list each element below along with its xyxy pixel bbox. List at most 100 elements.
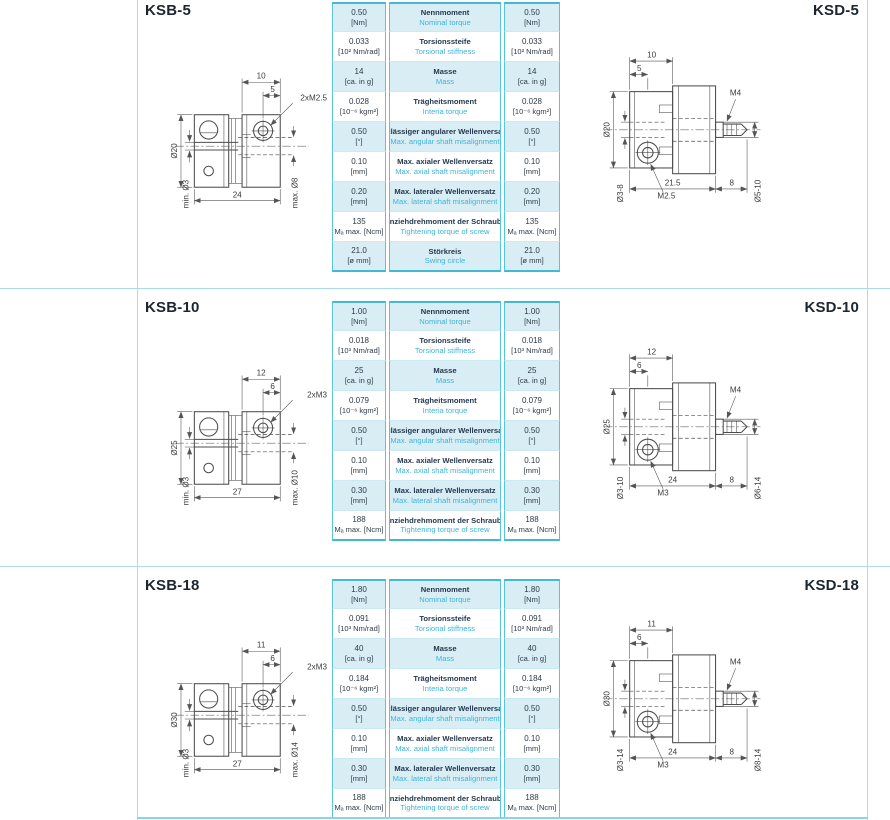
dim-hub-width: 10 xyxy=(647,51,657,60)
spec-unit: [mm] xyxy=(523,773,541,783)
spec-label-cell: Masse Mass xyxy=(389,62,501,92)
spec-label-english: Max. axial shaft misalignment xyxy=(395,465,495,475)
ksb-drawing-svg: 11 6 2xM3 Ø30 min. Ø3 max. Ø14 27 xyxy=(170,640,327,778)
spec-label-english: Torsional stiffness xyxy=(414,623,476,633)
spec-value: 0.10 xyxy=(524,156,540,166)
spec-value: 0.028 xyxy=(521,96,543,106)
spec-unit: [ca. in g] xyxy=(344,653,374,663)
panel-title-right: KSD-10 xyxy=(804,299,859,316)
spec-label-english: Tightening torque of screw xyxy=(400,226,490,236)
table-row: 0.20 [mm] Max. lateraler Wellenversatz M… xyxy=(332,182,560,212)
technical-drawing-ksd: 11 6 Ø30 Ø3-14 M3 M4 Ø8-14 24 8 xyxy=(577,611,773,778)
spec-table: 0.50 [Nm] Nennmoment Nominal torque 0.50… xyxy=(332,2,560,272)
dim-hub-width: 12 xyxy=(647,348,657,357)
spec-value: 1.80 xyxy=(351,584,367,594)
panel-title-right: KSD-5 xyxy=(812,2,859,19)
spec-value-cell-right: 0.184 [10⁻⁶ kgm²] xyxy=(504,669,560,699)
spec-value-cell-right: 188 Mₐ max. [Ncm] xyxy=(504,789,560,819)
table-row: 188 Mₐ max. [Ncm] Anziehdrehmoment der S… xyxy=(332,511,560,541)
spec-unit: [ø mm] xyxy=(347,256,371,266)
spec-value: 21.0 xyxy=(351,246,367,256)
spec-label-english: Interia torque xyxy=(422,683,468,693)
dim-screw-offset: 5 xyxy=(270,85,275,94)
spec-value: 14 xyxy=(354,66,364,76)
panel-ksb10-ksd10: KSB-10 KSD-10 12 6 2xM3 xyxy=(0,288,890,567)
spec-value: 0.018 xyxy=(348,335,370,345)
dim-body-length: 24 xyxy=(668,476,678,485)
dim-bore-min: min. Ø3 xyxy=(182,179,191,208)
spec-label-cell: Masse Mass xyxy=(389,639,501,669)
spec-label-cell: Trägheitsmoment Interia torque xyxy=(389,92,501,122)
ksd-drawing-svg: 12 6 Ø25 Ø3-10 M3 M4 Ø6-14 24 8 xyxy=(603,348,763,500)
spec-value-cell-left: 0.091 [10³ Nm/rad] xyxy=(332,609,386,639)
spec-value: 25 xyxy=(354,365,364,375)
spec-label-english: Torsional stiffness xyxy=(414,345,476,355)
spec-label-german: Anziehdrehmoment der Schraube xyxy=(389,793,501,803)
spec-label-german: Max. lateraler Wellenversatz xyxy=(394,764,496,774)
spec-value-cell-right: 0.10 [mm] xyxy=(504,451,560,481)
table-row: 0.079 [10⁻⁶ kgm²] Trägheitsmoment Interi… xyxy=(332,391,560,421)
spec-value: 0.10 xyxy=(351,156,367,166)
spec-value-cell-right: 0.50 [°] xyxy=(504,699,560,729)
table-row: 0.184 [10⁻⁶ kgm²] Trägheitsmoment Interi… xyxy=(332,669,560,699)
spec-value: 0.30 xyxy=(351,485,367,495)
spec-label-german: Anziehdrehmoment der Schraube xyxy=(389,217,501,227)
spec-value-cell-right: 0.10 [mm] xyxy=(504,152,560,182)
dim-right-diameter: Ø8-14 xyxy=(753,748,762,771)
spec-unit: [10⁻⁶ kgm²] xyxy=(512,683,552,693)
table-row: 0.30 [mm] Max. lateraler Wellenversatz M… xyxy=(332,759,560,789)
dim-hub-width: 11 xyxy=(257,640,266,649)
spec-unit: [°] xyxy=(355,136,363,146)
spec-label-german: Masse xyxy=(433,366,457,376)
spec-value: 0.20 xyxy=(524,186,540,196)
table-row: 0.50 [°] Zulässiger angularer Wellenvers… xyxy=(332,421,560,451)
spec-value-cell-right: 188 Mₐ max. [Ncm] xyxy=(504,511,560,541)
spec-unit: [°] xyxy=(528,136,536,146)
dim-bore-max: max. Ø14 xyxy=(290,742,299,778)
spec-label-english: Max. angular shaft misalignment xyxy=(390,713,500,723)
spec-value-cell-left: 0.033 [10² Nm/rad] xyxy=(332,32,386,62)
spec-value-cell-right: 40 [ca. in g] xyxy=(504,639,560,669)
spec-unit: [ø mm] xyxy=(520,256,544,266)
spec-value: 40 xyxy=(527,643,537,653)
spec-label-german: Nennmoment xyxy=(420,307,470,317)
spec-unit: [mm] xyxy=(523,196,541,206)
spec-label-cell: Störkreis Swing circle xyxy=(389,242,501,272)
spec-value: 0.50 xyxy=(351,126,367,136)
table-row: 188 Mₐ max. [Ncm] Anziehdrehmoment der S… xyxy=(332,789,560,819)
table-row: 25 [ca. in g] Masse Mass 25 [ca. in g] xyxy=(332,361,560,391)
spec-label-english: Tightening torque of screw xyxy=(400,803,490,812)
spec-value-cell-right: 25 [ca. in g] xyxy=(504,361,560,391)
ksd-drawing-svg: 10 5 Ø20 Ø3-8 M2.5 M4 Ø5-10 21.5 8 xyxy=(603,51,763,203)
spec-label-cell: Trägheitsmoment Interia torque xyxy=(389,391,501,421)
spec-unit: [10³ Nm/rad] xyxy=(511,345,553,355)
spec-value: 0.50 xyxy=(524,126,540,136)
spec-label-english: Max. angular shaft misalignment xyxy=(390,435,500,445)
spec-value-cell-left: 0.20 [mm] xyxy=(332,182,386,212)
spec-label-english: Nominal torque xyxy=(419,17,471,27)
spec-unit: Mₐ max. [Ncm] xyxy=(334,803,384,813)
spec-value-cell-left: 0.50 [Nm] xyxy=(332,2,386,32)
spec-label-cell: Anziehdrehmoment der Schraube Tightening… xyxy=(389,212,501,242)
spec-value-cell-right: 21.0 [ø mm] xyxy=(504,242,560,272)
spec-unit: Mₐ max. [Ncm] xyxy=(507,525,557,535)
spec-label-english: Max. lateral shaft misalignment xyxy=(392,773,498,783)
table-row: 0.10 [mm] Max. axialer Wellenversatz Max… xyxy=(332,451,560,481)
spec-value-cell-right: 0.50 [Nm] xyxy=(504,2,560,32)
dim-outer-diameter: Ø30 xyxy=(170,712,179,728)
spec-label-cell: Masse Mass xyxy=(389,361,501,391)
spec-label-german: Zulässiger angularer Wellenversatz xyxy=(390,127,500,137)
spec-unit: [ca. in g] xyxy=(517,375,547,385)
spec-unit: [Nm] xyxy=(524,594,540,604)
dim-hub-width: 10 xyxy=(257,71,267,80)
spec-value-cell-right: 0.10 [mm] xyxy=(504,729,560,759)
technical-drawing-ksb: 10 5 2xM2.5 Ø20 min. Ø3 max. Ø8 24 xyxy=(135,46,331,213)
spec-label-german: Torsionssteife xyxy=(419,37,471,47)
spec-unit: [Nm] xyxy=(351,17,367,27)
spec-unit: [ca. in g] xyxy=(517,653,547,663)
dim-overall-length: 27 xyxy=(233,759,243,768)
spec-label-english: Mass xyxy=(435,375,455,385)
spec-label-english: Interia torque xyxy=(422,405,468,415)
spec-label-cell: Torsionssteife Torsional stiffness xyxy=(389,32,501,62)
spec-label-cell: Trägheitsmoment Interia torque xyxy=(389,669,501,699)
